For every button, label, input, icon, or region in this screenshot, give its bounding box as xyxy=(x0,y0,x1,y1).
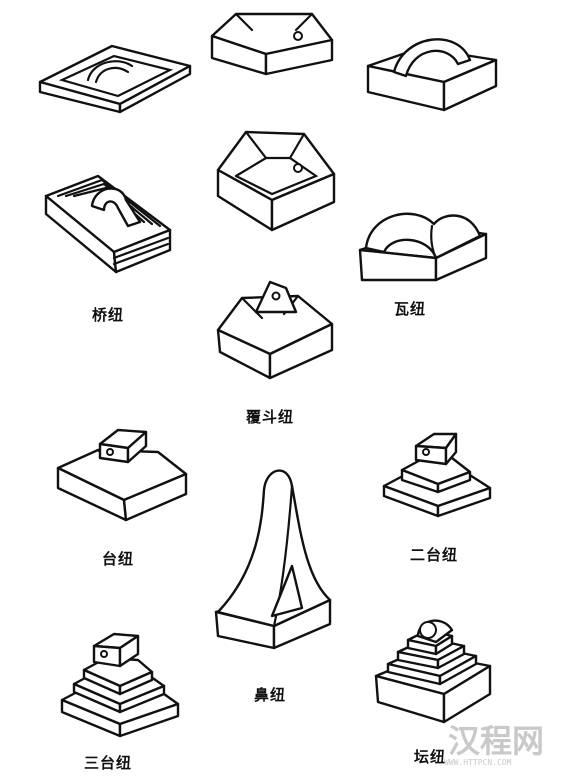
flat-bridge-knob-figure xyxy=(38,44,192,114)
label-nose-knob: 鼻纽 xyxy=(254,686,287,704)
watermark-logo-text: 汉程网 xyxy=(448,722,545,760)
inverted-dipper-knob-figure xyxy=(216,280,334,380)
stepped-bridge-knob-figure xyxy=(44,174,172,274)
inverted-dipper-knob-upper-figure xyxy=(216,130,336,232)
label-two-tier-platform-knob: 二台纽 xyxy=(410,546,459,564)
nose-knob-figure xyxy=(214,469,332,650)
three-tier-platform-knob-figure xyxy=(60,632,180,738)
label-tile-knob: 瓦纽 xyxy=(394,300,427,318)
label-bridge-knob: 桥纽 xyxy=(92,306,125,324)
watermark-url: WWW.HTTPCN.COM xyxy=(444,758,512,767)
label-altar-knob: 坛纽 xyxy=(414,748,447,766)
two-tier-platform-knob-figure xyxy=(382,432,492,518)
platform-knob-figure xyxy=(56,428,188,522)
label-inverted-dipper-knob: 覆斗纽 xyxy=(246,408,295,426)
altar-knob-figure xyxy=(374,619,492,724)
label-platform-knob: 台纽 xyxy=(102,550,135,568)
label-three-tier-platform-knob: 三台纽 xyxy=(84,754,133,772)
truncated-box-knob-figure xyxy=(210,12,334,76)
arch-on-block-figure xyxy=(366,38,498,112)
tile-knob-figure xyxy=(358,212,488,282)
